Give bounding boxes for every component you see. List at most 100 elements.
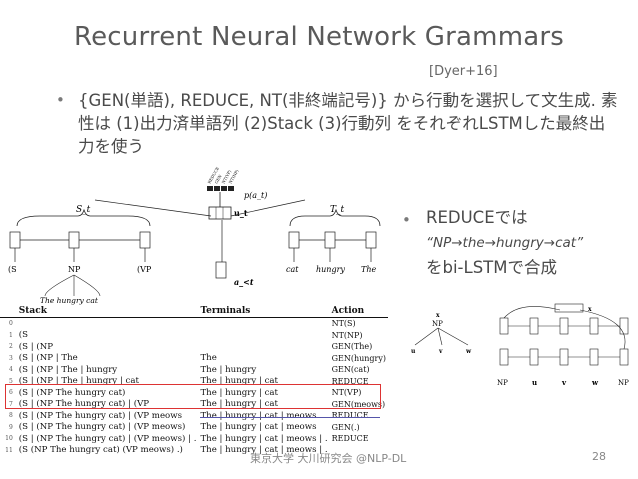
terminals-cell: The | hungry | cat | meows [200, 410, 317, 421]
action-lstm-cell [215, 261, 227, 279]
p-at-label: p(a_t) [244, 191, 267, 200]
bullet2-tail: をbi-LSTMで合成 [426, 258, 557, 277]
mini-x-label: x [436, 312, 440, 319]
terminals-cell: The | hungry [200, 364, 257, 375]
st-brace [16, 208, 151, 227]
mini-w-label: w [465, 348, 472, 355]
ut-box [208, 206, 232, 220]
table-row: 8 (S | (NP The hungry cat) | (VP meows The… [0, 410, 388, 422]
mini-x2-label: x [588, 306, 592, 313]
action-cell: GEN(.) [331, 422, 360, 432]
table-row: 5 (S | (NP | The | hungry | cat The | hung… [0, 376, 388, 388]
reference-citation: [Dyer+16] [429, 64, 498, 79]
slide-title: Recurrent Neural Network Grammars [74, 22, 564, 52]
np-children: The hungry cat [40, 296, 99, 305]
action-cell: REDUCE [331, 411, 369, 421]
row-index: 1 [8, 331, 13, 339]
term-token: cat [286, 265, 299, 274]
table-row: 9 (S | (NP The hungry cat) | (VP meows) Th… [0, 422, 388, 434]
action-cell: GEN(The) [331, 342, 373, 352]
stack-token: (VP [137, 265, 152, 274]
terminals-cell: The | hungry | cat [200, 399, 278, 410]
table-row: 10 (S | (NP The hungry cat) | (VP meows) … [0, 433, 388, 445]
stack-cell: (S | (NP The hungry cat) | (VP meows) | … [18, 433, 197, 444]
action-cell: NT(VP) [331, 388, 362, 398]
st-label: S_t [76, 205, 91, 215]
terminals-cell: The | hungry | cat | meows | . [200, 445, 328, 456]
meows-underline [200, 417, 380, 418]
stack-lstm [9, 231, 151, 262]
terminals-cell [198, 341, 329, 353]
table-header-action: Action [329, 305, 388, 318]
bullet-marker-2: • [402, 211, 411, 229]
row-index: 0 [8, 320, 13, 328]
mini-bottom-label: NP [497, 379, 508, 387]
action-cell: GEN(cat) [331, 365, 370, 375]
stack-token: NP [68, 265, 81, 274]
stack-cell [17, 318, 199, 330]
row-index: 9 [8, 423, 13, 431]
row-index: 7 [8, 400, 13, 408]
stack-cell: (S | (NP The hungry cat) [18, 387, 126, 398]
softmax-label: GEN [214, 173, 223, 184]
table-header-index [0, 305, 17, 318]
table-row: 1 (S NT(NP) [0, 330, 388, 342]
terminal-lstm [288, 231, 377, 262]
terminals-cell: The | hungry | cat | meows | . [200, 433, 328, 444]
action-cell: GEN(meows) [331, 399, 386, 409]
tt-brace [289, 208, 381, 227]
bullet-text-2: REDUCEでは “NP→the→hungry→cat” をbi-LSTMで合成 [426, 205, 626, 281]
action-cell: GEN(hungry) [331, 353, 386, 363]
action-cell: NT(NP) [331, 330, 363, 340]
a-lt-label: a_<t [234, 277, 254, 287]
stack-cell: (S [18, 330, 29, 341]
table-header-stack: Stack [16, 305, 199, 318]
mini-bottom-label: w [591, 378, 599, 387]
softmax-output: REDUCE GEN NT(VP) NT(NP) [207, 166, 240, 191]
composition-diagram: x NP u v w x NP u v w NP [411, 303, 629, 387]
row-index: 10 [5, 435, 13, 443]
stack-cell: (S | (NP The hungry cat) | (VP [18, 399, 150, 410]
row-index: 4 [8, 366, 13, 374]
bullet2-head: REDUCEでは [426, 208, 528, 227]
stack-cell: (S | (NP | The | hungry [18, 364, 118, 375]
terminals-cell [198, 318, 329, 330]
action-cell: REDUCE [331, 376, 369, 386]
mini-bottom-label: v [561, 378, 567, 387]
mini-bottom-label: u [532, 378, 537, 387]
action-cell: NT(S) [331, 319, 356, 329]
terminals-cell: The | hungry | cat | meows [200, 422, 317, 433]
terminals-cell [198, 330, 329, 342]
bullet-text-1: {GEN(単語), REDUCE, NT(非終端記号)} から行動を選択して文生… [78, 91, 618, 156]
row-index: 11 [5, 446, 13, 454]
row-index: 3 [8, 354, 13, 362]
mini-u-label: u [411, 348, 416, 355]
term-token: hungry [316, 265, 345, 274]
terminals-cell: The [200, 353, 217, 364]
mini-np-label: NP [432, 320, 443, 328]
term-token: The [361, 265, 376, 274]
mini-bottom-label: NP [618, 379, 629, 387]
stack-cell: (S | (NP The hungry cat) | (VP meows [18, 410, 182, 421]
table-header-terminals: Terminals [198, 305, 330, 318]
ut-label: u_t [234, 208, 248, 218]
terminals-cell: The | hungry | cat [200, 387, 278, 398]
row-index: 6 [8, 389, 13, 397]
softmax-label: NT(VP) [221, 169, 233, 185]
reduce-highlight-box [5, 384, 381, 409]
stack-cell: (S | (NP The hungry cat) | (VP meows) [18, 422, 186, 433]
tt-label: T_t [330, 205, 345, 215]
row-index: 5 [8, 377, 13, 385]
row-index: 8 [8, 412, 13, 420]
terminals-cell: The | hungry | cat [200, 376, 278, 387]
table-row: 7 (S | (NP The hungry cat) | (VP The | hun… [0, 399, 388, 411]
stack-cell: (S | (NP | The | hungry | cat [18, 376, 139, 387]
stack-cell: (S (NP The hungry cat) (VP meows) .) [18, 445, 183, 456]
footer-text: 東京大学 大川研究会 @NLP-DL [250, 452, 407, 465]
mini-v-label: v [438, 348, 443, 355]
table-row: 6 (S | (NP The hungry cat) The | hungry | … [0, 387, 388, 399]
stack-cell: (S | (NP [18, 341, 54, 352]
